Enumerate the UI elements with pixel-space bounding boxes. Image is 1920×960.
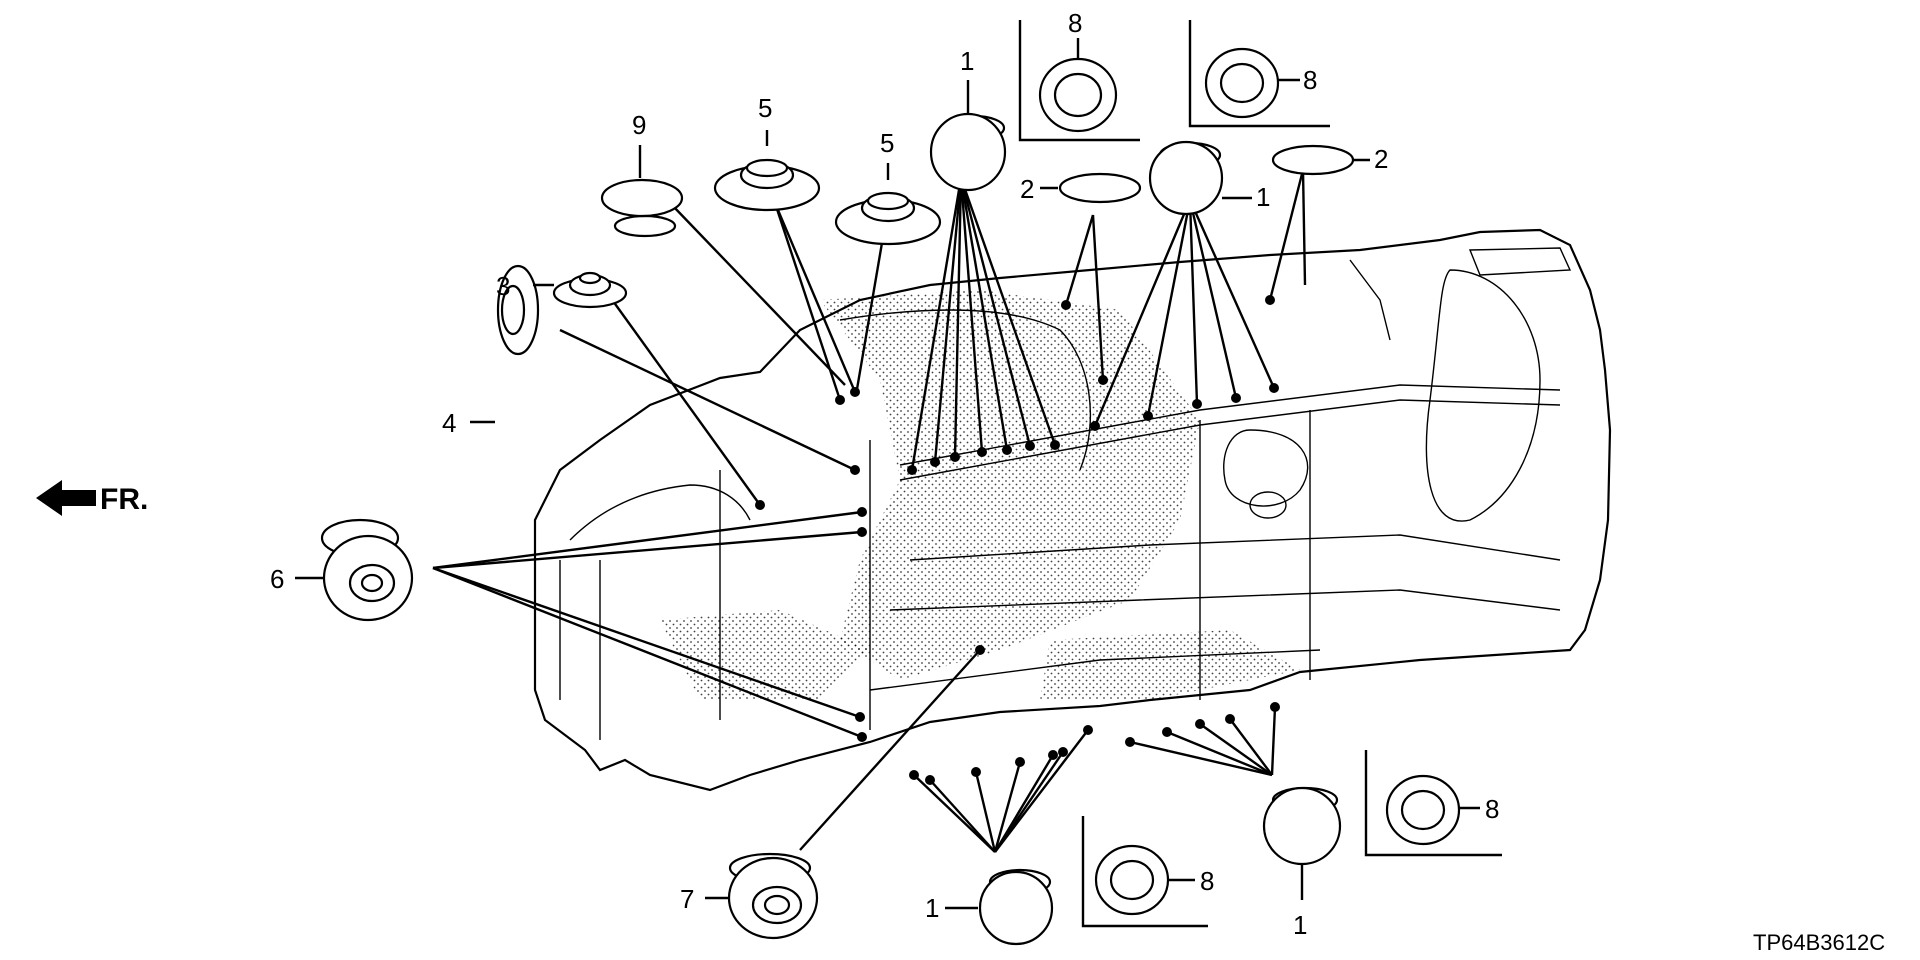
part-8-seal-top-right [1188,20,1330,128]
callout-8-top-left: 8 [1068,8,1082,38]
part-5-grommet-right [834,191,942,246]
part-1-cap-plug-top [929,112,1007,192]
part-7-grommet [727,852,819,940]
callout-stubs [295,38,1480,910]
part-9-grommet [600,178,684,238]
attachment-points [755,295,1280,785]
part-illustrations [320,20,1502,946]
part-2-seal-mid [1058,172,1142,204]
part-1-cap-plug-bottom [978,868,1054,946]
part-8-seal-bottom-mid [1081,816,1208,928]
callout-2-right: 2 [1374,144,1388,174]
front-arrow-icon [36,480,96,516]
leader-lines [432,169,1307,853]
part-4-grommet [496,264,540,356]
callout-5-right: 5 [880,128,894,158]
callout-8-bottom-right: 8 [1485,794,1499,824]
callout-1-bottom: 1 [925,893,939,923]
part-8-seal-top-left [1018,20,1140,142]
part-8-seal-bottom-right [1364,750,1502,857]
diagram-code: TP64B3612C [1753,930,1885,955]
callout-2-mid: 2 [1020,174,1034,204]
part-3-grommet [552,271,628,309]
callout-labels: 1 1 1 1 2 2 3 4 5 5 6 7 8 8 8 8 9 [270,8,1499,940]
callout-7: 7 [680,884,694,914]
part-5-grommet-left [713,158,821,212]
part-6-grommet [320,518,414,622]
callout-3: 3 [496,271,510,301]
front-direction-label: FR. [100,483,148,516]
callout-4: 4 [442,408,456,438]
callout-8-bottom-mid: 8 [1200,866,1214,896]
callout-9: 9 [632,110,646,140]
callout-6: 6 [270,564,284,594]
callout-1-bottom-right: 1 [1293,910,1307,940]
part-2-seal-right [1271,144,1355,176]
vehicle-underbody [533,228,1612,792]
part-1-cap-plug-mid [1148,140,1224,216]
callout-8-top-right: 8 [1303,65,1317,95]
front-direction-indicator: FR. [36,480,148,516]
callout-1-top: 1 [960,46,974,76]
callout-1-mid: 1 [1256,182,1270,212]
part-1-cap-plug-bottom-right [1262,786,1342,866]
callout-5-left: 5 [758,93,772,123]
